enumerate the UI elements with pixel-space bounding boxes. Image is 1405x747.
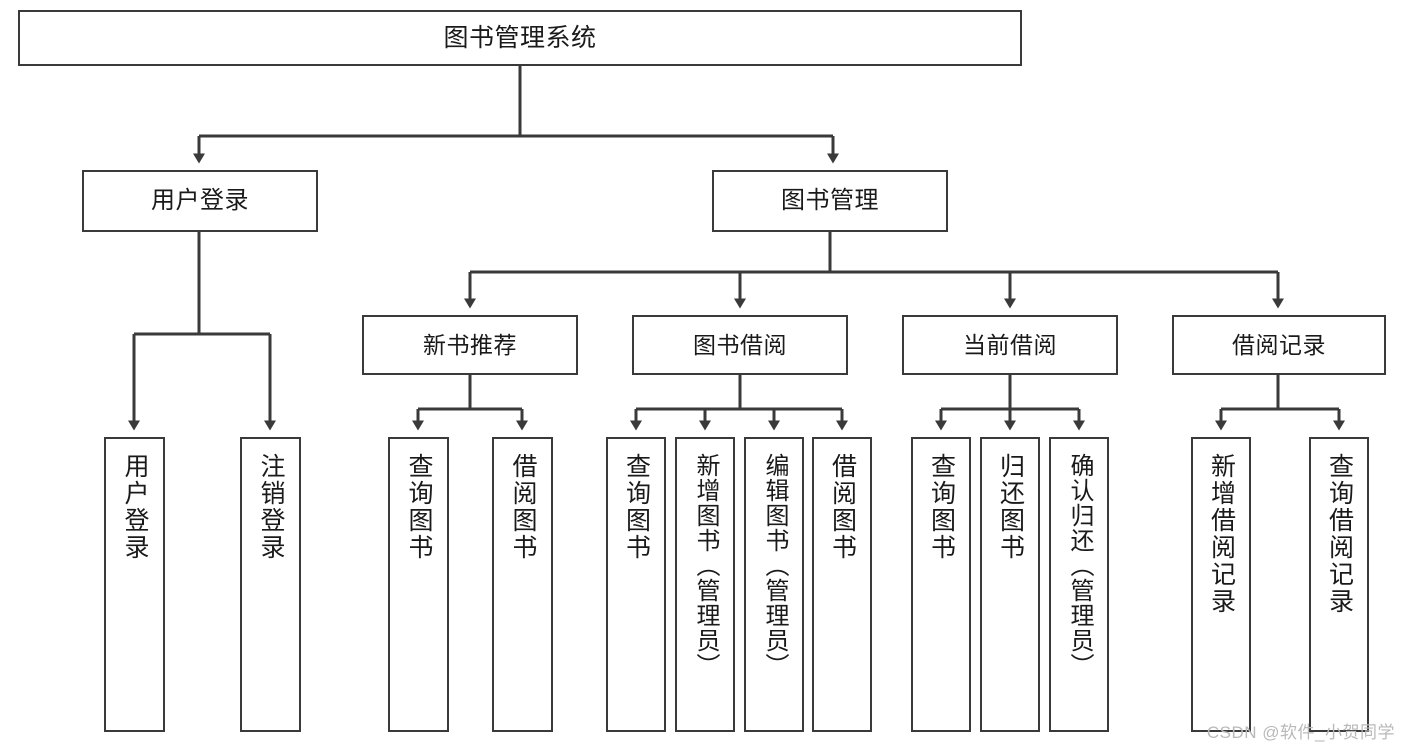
node-leaf-rec-query2[interactable]: 查询借阅记录: [1309, 437, 1369, 732]
node-leaf-cur-query[interactable]: 查询图书: [911, 437, 971, 732]
node-leaf-cur-return-label: 归还图书: [996, 453, 1025, 561]
node-leaf-user-logout-label: 注销登录: [257, 453, 285, 561]
node-current-borrow[interactable]: 当前借阅: [902, 315, 1118, 375]
node-borrow-record[interactable]: 借阅记录: [1172, 315, 1386, 375]
node-leaf-rec-borrow[interactable]: 借阅图书: [492, 437, 553, 732]
node-leaf-user-login-label: 用户登录: [121, 453, 149, 561]
node-leaf-borrow-edit[interactable]: 编辑图书（管理员）: [744, 437, 804, 732]
node-book-manage[interactable]: 图书管理: [712, 170, 948, 232]
node-leaf-cur-query-label: 查询图书: [927, 453, 956, 561]
node-leaf-rec-borrow-label: 借阅图书: [509, 453, 537, 561]
node-leaf-borrow-query-label: 查询图书: [622, 453, 651, 561]
node-leaf-rec-query-label: 查询图书: [405, 453, 433, 561]
node-leaf-rec-add[interactable]: 新增借阅记录: [1191, 437, 1251, 732]
node-leaf-cur-return[interactable]: 归还图书: [980, 437, 1040, 732]
node-leaf-user-login[interactable]: 用户登录: [104, 437, 165, 732]
node-user-login[interactable]: 用户登录: [82, 170, 318, 232]
node-leaf-borrow-edit-label: 编辑图书（管理员）: [761, 453, 788, 678]
node-new-book-rec[interactable]: 新书推荐: [362, 315, 578, 375]
node-root[interactable]: 图书管理系统: [18, 10, 1022, 66]
node-book-manage-label: 图书管理: [781, 187, 879, 215]
node-leaf-borrow-add[interactable]: 新增图书（管理员）: [675, 437, 735, 732]
node-leaf-borrow-add-label: 新增图书（管理员）: [692, 453, 719, 678]
node-new-book-rec-label: 新书推荐: [423, 331, 517, 358]
node-leaf-rec-query2-label: 查询借阅记录: [1325, 453, 1354, 615]
node-leaf-user-logout[interactable]: 注销登录: [240, 437, 301, 732]
watermark-text: CSDN @软件_小贺同学: [1206, 723, 1395, 742]
node-leaf-cur-confirm-label: 确认归还（管理员）: [1066, 453, 1093, 678]
node-leaf-rec-add-label: 新增借阅记录: [1207, 453, 1236, 615]
node-book-borrow-label: 图书借阅: [693, 331, 787, 358]
node-leaf-borrow-lend[interactable]: 借阅图书: [812, 437, 872, 732]
node-book-borrow[interactable]: 图书借阅: [632, 315, 848, 375]
node-current-borrow-label: 当前借阅: [963, 331, 1057, 358]
node-borrow-record-label: 借阅记录: [1232, 331, 1326, 358]
node-user-login-label: 用户登录: [151, 187, 249, 215]
node-leaf-borrow-lend-label: 借阅图书: [828, 453, 857, 561]
node-leaf-borrow-query[interactable]: 查询图书: [606, 437, 666, 732]
node-leaf-cur-confirm[interactable]: 确认归还（管理员）: [1049, 437, 1109, 732]
node-leaf-rec-query[interactable]: 查询图书: [388, 437, 449, 732]
node-root-label: 图书管理系统: [443, 23, 597, 52]
